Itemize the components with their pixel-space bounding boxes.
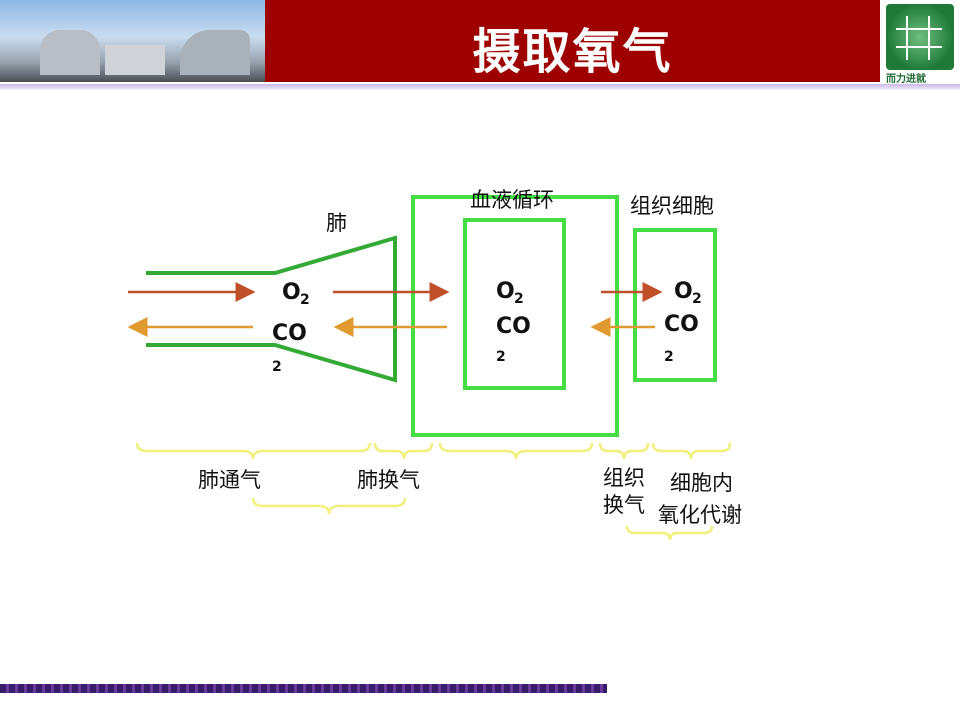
brace-tissue-exchange	[598, 442, 650, 460]
label-pulmonary-exchange: 肺换气	[357, 468, 420, 492]
blood-circulation-label: 血液循环	[470, 188, 554, 212]
blood-circulation-box	[411, 195, 619, 437]
blood-co2: CO	[496, 314, 531, 339]
cell-o2: O	[674, 279, 693, 304]
brace-pulmonary-exchange	[373, 442, 434, 460]
footer-bar	[0, 684, 607, 693]
campus-photo	[0, 0, 265, 82]
brace-pulmonary-ventilation	[135, 442, 372, 460]
tissue-cell-box	[633, 228, 717, 382]
tissue-cell-label: 组织细胞	[630, 194, 714, 218]
lung-o2-sub: 2	[300, 292, 310, 308]
brace-blood-transport	[438, 442, 594, 460]
title-band: 摄取氧气	[265, 0, 880, 82]
lung-co2: CO	[272, 321, 307, 346]
cell-o2-sub: 2	[692, 291, 702, 307]
blood-inner-box	[463, 218, 566, 390]
blood-co2-sub: 2	[496, 349, 506, 365]
brace-internal-respiration	[625, 525, 714, 541]
cell-co2-sub: 2	[664, 349, 674, 365]
label-tissue-exchange-1: 组织	[603, 466, 645, 490]
lung-funnel	[146, 235, 397, 383]
lung-o2: O	[282, 280, 301, 305]
cell-co2: CO	[664, 312, 699, 337]
brace-external-respiration	[251, 497, 407, 515]
label-tissue-exchange-2: 换气	[603, 493, 645, 517]
lung-co2-sub: 2	[272, 359, 282, 375]
header-underline	[0, 84, 960, 90]
header-banner: 摄取氧气 而力进就	[0, 0, 960, 85]
logo-text: 而力进就	[886, 74, 926, 85]
logo: 而力进就	[880, 0, 960, 85]
blood-o2: O	[496, 279, 515, 304]
label-pulmonary-ventilation: 肺通气	[198, 468, 261, 492]
brace-intracellular	[651, 442, 732, 460]
label-intracellular-1: 细胞内	[670, 471, 733, 495]
label-intracellular-2: 氧化代谢	[658, 503, 742, 527]
slide-title: 摄取氧气	[472, 24, 673, 80]
lung-label: 肺	[326, 211, 347, 235]
blood-o2-sub: 2	[514, 291, 524, 307]
